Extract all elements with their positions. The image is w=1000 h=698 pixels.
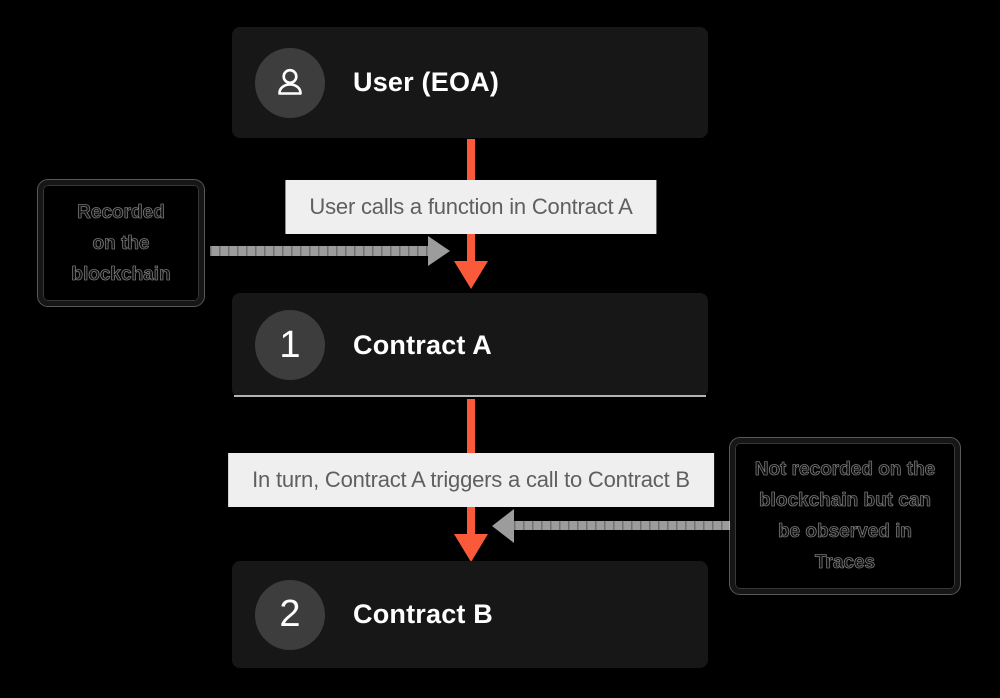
note-line: blockchain but can [758,490,932,512]
arrow-right-icon [428,236,450,266]
contract-a-node: 1 Contract A [232,293,708,397]
contract-a-node-label: Contract A [353,329,493,360]
contract-b-node: 2 Contract B [232,561,708,668]
note-line: Recorded [77,201,165,223]
flow-label-user-call: User calls a function in Contract A [285,180,657,234]
flow-label-contract-call: In turn, Contract A triggers a call to C… [228,453,714,507]
user-eoa-node: User (EOA) [232,27,708,138]
note-line: blockchain [71,263,171,285]
step-badge-1: 1 [255,310,325,380]
contract-a-underline [234,395,706,397]
arrow-down-icon [454,261,488,289]
contract-b-node-label: Contract B [353,599,494,629]
arrow-left-icon [492,509,514,543]
note-line: be observed in [777,521,913,543]
user-node-label: User (EOA) [353,67,500,97]
note-line: Not recorded on the [754,459,936,481]
person-icon [278,68,302,95]
note-line: on the [92,232,150,254]
step-badge-2: 2 [255,579,325,650]
note-recorded-on-chain: Recorded on the blockchain [38,180,204,306]
note-line: Traces [814,552,876,574]
arrow-down-icon [454,534,488,562]
gray-arrow-recorded-shaft [210,246,428,256]
gray-arrow-traces-shaft [514,521,730,530]
user-avatar [255,47,325,118]
note-not-recorded-traces: Not recorded on the blockchain but can b… [730,438,960,594]
